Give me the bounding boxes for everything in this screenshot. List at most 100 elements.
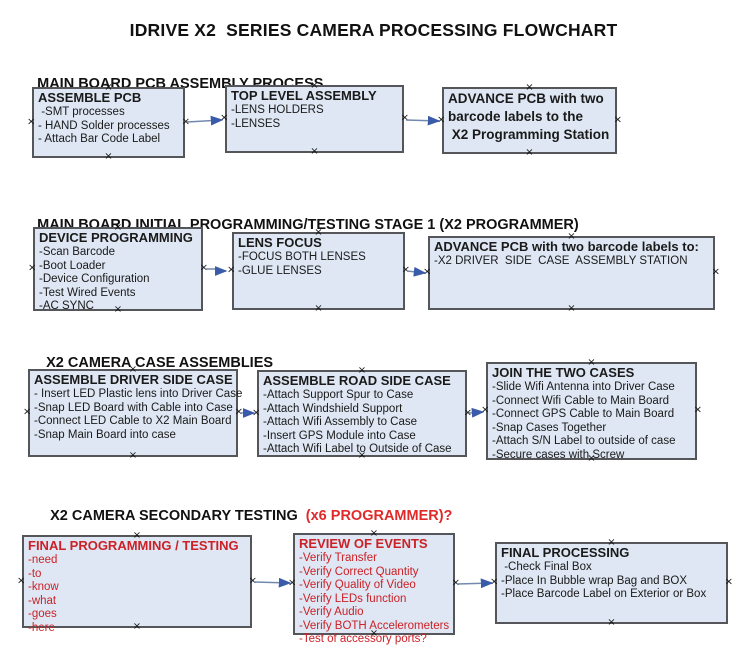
- connection-point-marker: ×: [128, 450, 138, 461]
- box-device-programming[interactable]: DEVICE PROGRAMMING -Scan Barcode-Boot Lo…: [28, 223, 208, 315]
- box-item: -Test of accessory ports?: [299, 633, 427, 645]
- connection-point-marker: ×: [437, 114, 446, 125]
- box-final-processing[interactable]: FINAL PROCESSING -Check Final Box-Place …: [490, 538, 733, 628]
- box-item: -FOCUS BOTH LENSES: [238, 251, 366, 263]
- connection-point-marker: ×: [314, 227, 323, 238]
- connection-point-marker: ×: [369, 528, 379, 539]
- box-item: -goes: [28, 608, 57, 620]
- connection-point-marker: ×: [607, 617, 616, 628]
- box-join-the-two-cases[interactable]: JOIN THE TWO CASES -Slide Wifi Antenna i…: [481, 358, 702, 464]
- box-item: -Connect GPS Cable to Main Board: [492, 408, 675, 420]
- flow-arrow-7[interactable]: [253, 577, 292, 588]
- box-item: -Boot Loader: [39, 259, 106, 272]
- box-assemble-pcb[interactable]: ASSEMBLE PCB -SMT processes- HAND Solder…: [27, 83, 190, 162]
- connection-point-marker: ×: [357, 365, 367, 376]
- box-item: -Connect Wifi Cable to Main Board: [492, 394, 670, 407]
- connection-point-marker: ×: [567, 303, 576, 314]
- connection-point-marker: ×: [248, 575, 257, 586]
- box-items: -need-to-know-what-goes-here: [28, 554, 246, 635]
- box-item: -LENS HOLDERS: [231, 104, 324, 116]
- connection-point-marker: ×: [132, 530, 142, 541]
- box-item: -Snap LED Board with Cable into Case: [34, 401, 233, 414]
- connection-point-marker: ×: [28, 262, 37, 274]
- box-item: - Attach Bar Code Label: [38, 133, 161, 145]
- connection-point-marker: ×: [607, 537, 616, 548]
- connection-point-marker: ×: [220, 112, 229, 124]
- box-items: barcode labels to the X2 Programming Sta…: [448, 108, 611, 144]
- box-lens-focus[interactable]: LENS FOCUS -FOCUS BOTH LENSES-GLUE LENSE…: [227, 228, 410, 314]
- box-item: -LENSES: [231, 117, 281, 130]
- flow-arrow-8[interactable]: [456, 578, 494, 589]
- box-final-programming-testing[interactable]: FINAL PROGRAMMING / TESTING -need-to-kno…: [17, 531, 257, 634]
- box-title: ASSEMBLE PCB: [38, 90, 142, 105]
- box-assemble-road-side-case[interactable]: ASSEMBLE ROAD SIDE CASE -Attach Support …: [252, 366, 472, 461]
- connection-point-marker: ×: [490, 576, 499, 588]
- box-item: -Slide Wifi Antenna into Driver Case: [492, 381, 675, 393]
- box-advance-pcb-driver-side[interactable]: ADVANCE PCB with two barcode labels to: …: [423, 232, 720, 314]
- box-item: -Verify LEDs function: [299, 592, 407, 605]
- box-item: -Check Final Box: [501, 561, 592, 573]
- box-advance-pcb-programming-station[interactable]: ADVANCE PCB with two barcode labels to t…: [437, 83, 622, 158]
- connection-point-marker: ×: [310, 146, 319, 157]
- box-item: -Verify Audio: [299, 606, 364, 618]
- connection-point-marker: ×: [288, 577, 297, 589]
- connection-point-marker: ×: [199, 262, 208, 274]
- box-item: -Attach Wifi Label to Outside of Case: [263, 443, 452, 455]
- connection-point-marker: ×: [587, 453, 596, 464]
- box-title: REVIEW OF EVENTS: [299, 536, 428, 551]
- box-title: ADVANCE PCB with two: [448, 91, 604, 106]
- connection-point-marker: ×: [17, 575, 26, 586]
- connection-point-marker: ×: [252, 407, 261, 418]
- box-items: -Attach Support Spur to Case-Attach Wind…: [263, 389, 461, 457]
- box-item: -Test Wired Events: [39, 286, 136, 299]
- box-title: FINAL PROGRAMMING / TESTING: [28, 538, 239, 553]
- box-item: -what: [28, 594, 57, 607]
- section-heading-text: X2 CAMERA SECONDARY TESTING: [50, 508, 302, 524]
- box-item: -Secure cases with Screw: [492, 448, 625, 461]
- flow-arrow-1[interactable]: [186, 115, 224, 126]
- connection-point-marker: ×: [23, 406, 32, 418]
- box-assemble-driver-side-case[interactable]: ASSEMBLE DRIVER SIDE CASE - Insert LED P…: [23, 365, 243, 461]
- connection-point-marker: ×: [463, 407, 472, 418]
- box-item: -Connect LED Cable to X2 Main Board: [34, 415, 232, 427]
- box-title: JOIN THE TWO CASES: [492, 365, 635, 380]
- box-items: - Insert LED Plastic lens into Driver Ca…: [34, 388, 242, 442]
- box-title: FINAL PROCESSING: [501, 545, 630, 560]
- box-title: TOP LEVEL ASSEMBLY: [231, 88, 377, 103]
- flow-arrow-2[interactable]: [405, 115, 441, 126]
- box-item: -SMT processes: [38, 106, 125, 118]
- section-heading-text: X2 CAMERA CASE ASSEMBLIES: [46, 355, 274, 371]
- connection-point-marker: ×: [227, 264, 236, 276]
- box-title: ASSEMBLE ROAD SIDE CASE: [263, 373, 451, 388]
- connection-point-marker: ×: [481, 404, 490, 416]
- box-items: -X2 DRIVER SIDE CASE ASSEMBLY STATION: [434, 255, 709, 269]
- box-item: -Place Barcode Label on Exterior or Box: [501, 588, 707, 600]
- box-items: -Slide Wifi Antenna into Driver Case-Con…: [492, 381, 691, 462]
- box-review-of-events[interactable]: REVIEW OF EVENTS -Verify Transfer-Verify…: [288, 529, 460, 646]
- connection-point-marker: ×: [132, 621, 142, 632]
- box-item: -need: [28, 554, 58, 566]
- connection-point-marker: ×: [104, 82, 113, 93]
- connection-point-marker: ×: [113, 304, 123, 315]
- box-items: -Verify Transfer-Verify Correct Quantity…: [299, 552, 449, 647]
- flow-arrow-3[interactable]: [205, 266, 228, 276]
- section-heading-accent: (x6 PROGRAMMER)?: [301, 508, 453, 524]
- box-top-level-assembly[interactable]: TOP LEVEL ASSEMBLY -LENS HOLDERS-LENSES …: [220, 81, 409, 157]
- connection-point-marker: ×: [27, 116, 36, 127]
- section-heading-case-assemblies: X2 CAMERA CASE ASSEMBLIES: [30, 339, 273, 387]
- connection-point-marker: ×: [613, 114, 622, 125]
- box-items: -Check Final Box-Place In Bubble wrap Ba…: [501, 561, 722, 602]
- box-item: -Device Configuration: [39, 273, 150, 285]
- box-item: -X2 DRIVER SIDE CASE ASSEMBLY STATION: [434, 255, 688, 267]
- box-item: -Scan Barcode: [39, 246, 116, 258]
- connection-point-marker: ×: [587, 357, 596, 368]
- box-items: -Scan Barcode-Boot Loader-Device Configu…: [39, 246, 197, 314]
- box-item: -Attach S/N Label to outside of case: [492, 435, 676, 447]
- box-item: -Snap Main Board into case: [34, 428, 176, 441]
- connection-point-marker: ×: [128, 364, 138, 375]
- connection-point-marker: ×: [369, 628, 379, 639]
- box-item: -Attach Support Spur to Case: [263, 389, 414, 401]
- connection-point-marker: ×: [567, 231, 576, 242]
- connection-point-marker: ×: [400, 112, 409, 124]
